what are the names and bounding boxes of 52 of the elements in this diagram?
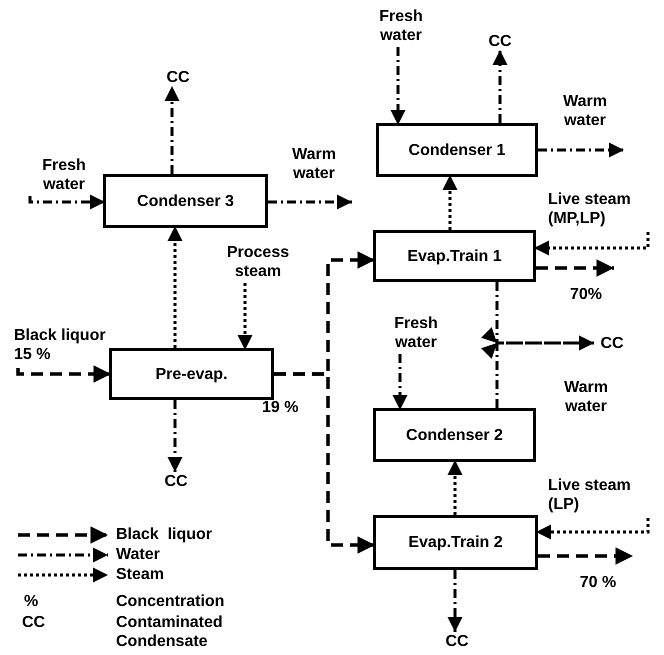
flow-arrow — [448, 460, 462, 515]
flow-arrow — [442, 175, 458, 230]
stream-label: Warm water — [548, 92, 622, 154]
stream-label: Live steam (MP,LP) — [548, 190, 663, 232]
legend-symbol: % — [24, 592, 38, 611]
flow-arrow — [538, 547, 633, 565]
stream-label: CC — [592, 332, 632, 354]
flow-arrow — [238, 283, 252, 350]
stream-label: Live steam (LP) — [548, 476, 660, 518]
flow-arrow — [274, 372, 375, 554]
stream-label: CC — [160, 66, 196, 88]
flow-arrow — [538, 142, 624, 158]
flow-arrow — [536, 518, 650, 540]
flow-arrow — [168, 226, 182, 348]
process-box: Evap.Train 2 — [373, 515, 538, 570]
flow-arrow — [168, 400, 182, 472]
stream-text: Black liquor — [14, 326, 106, 345]
legend-text: Contaminated Condensate — [116, 613, 224, 651]
legend-text: Black liquor — [116, 525, 212, 544]
flow-arrow — [268, 194, 352, 210]
stream-label: Fresh water — [28, 156, 100, 196]
stream-label: Process steam — [210, 243, 306, 283]
stream-label: 70% — [560, 262, 612, 304]
stream-label: Warm water — [278, 145, 350, 207]
legend-symbol: CC — [22, 613, 46, 632]
flow-arrow — [481, 336, 596, 408]
flow-arrow — [492, 50, 508, 123]
flow-arrow — [536, 259, 614, 277]
process-box: Evap.Train 1 — [373, 230, 536, 282]
flow-arrow — [392, 354, 408, 410]
flow-arrow — [534, 232, 650, 256]
flow-arrow — [390, 47, 406, 125]
stream-label: CC — [437, 630, 477, 652]
stream-label: Fresh water — [366, 5, 436, 47]
process-box: Condenser 3 — [103, 174, 268, 228]
process-box: Pre-evap. — [109, 348, 274, 400]
stream-label: CC — [158, 470, 194, 492]
stream-label: Fresh water — [380, 312, 452, 354]
flow-arrow — [16, 365, 111, 383]
stream-text: 15 % — [14, 345, 50, 364]
stream-label: CC — [482, 30, 518, 52]
process-box: Condenser 1 — [376, 123, 538, 177]
flow-arrow — [164, 86, 180, 174]
process-box: Condenser 2 — [373, 408, 536, 462]
legend-text: Concentration — [116, 592, 224, 611]
flow-arrow — [28, 194, 105, 210]
flow-arrow — [448, 570, 462, 632]
edge-label: 19 % — [262, 398, 298, 417]
legend-text: Steam — [116, 565, 164, 584]
stream-label: Warm water — [550, 378, 622, 440]
stream-label: 70 % — [565, 550, 631, 592]
legend-text: Water — [116, 545, 160, 564]
